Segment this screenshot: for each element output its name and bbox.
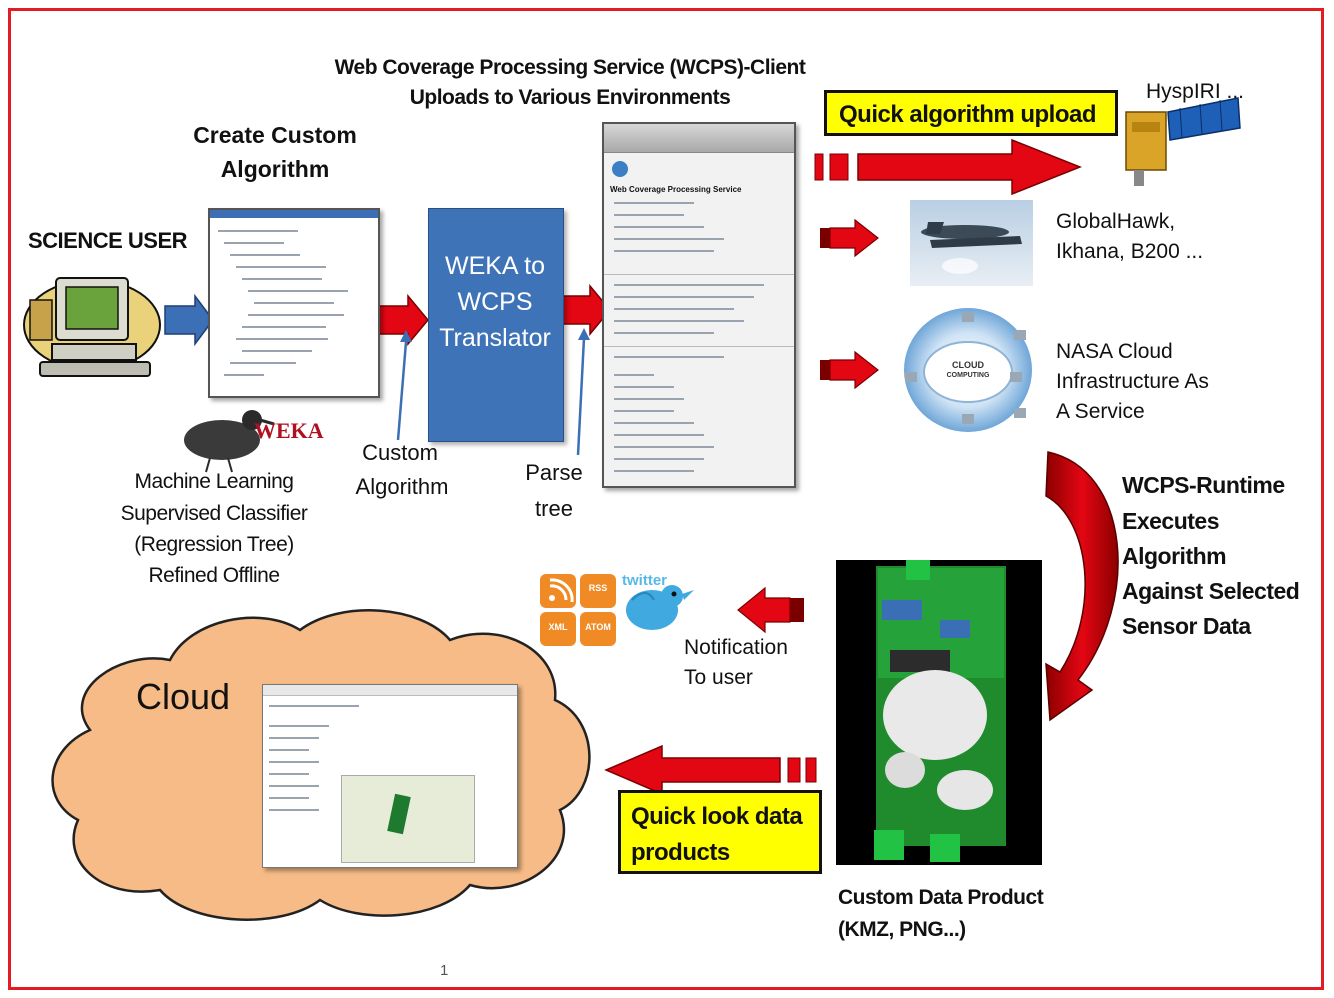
custom-algorithm-label-2: Algorithm bbox=[355, 474, 449, 499]
quick-upload-label: Quick algorithm upload bbox=[824, 90, 1118, 136]
globalhawk-line-1: GlobalHawk, bbox=[1056, 210, 1176, 233]
custom-algorithm-label-1: Custom bbox=[362, 440, 438, 465]
nasa-line-2: Infrastructure As bbox=[1056, 370, 1209, 393]
runtime-curved-arrow bbox=[1045, 451, 1119, 722]
arrow-to-aircraft bbox=[820, 218, 879, 258]
wcps-client-title: Web Coverage Processing Service (WCPS)-C… bbox=[334, 56, 806, 79]
upload-arrow bbox=[814, 138, 1083, 196]
nasa-line-1: NASA Cloud bbox=[1056, 340, 1173, 363]
translator-line-1: WEKA to bbox=[444, 252, 546, 280]
feed-icons bbox=[540, 574, 616, 646]
blue-arrow-user bbox=[164, 293, 214, 347]
tree-label: tree bbox=[535, 496, 573, 521]
weka-translator-box bbox=[428, 208, 564, 442]
quick-look-label: Quick look data products bbox=[618, 790, 822, 874]
notification-line-2: To user bbox=[684, 666, 753, 689]
notification-line-1: Notification bbox=[684, 636, 788, 659]
create-algorithm-label: Algorithm bbox=[220, 156, 330, 182]
custom-algorithm-pointer bbox=[396, 330, 412, 441]
data-product-image bbox=[836, 560, 1042, 865]
satellite-icon bbox=[1125, 97, 1241, 186]
xml-label: XML bbox=[548, 622, 568, 632]
page-number: 1 bbox=[440, 962, 449, 979]
red-arrow-to-translator bbox=[377, 293, 429, 347]
ml-line-3: (Regression Tree) bbox=[134, 533, 294, 556]
weka-bird-icon bbox=[184, 410, 275, 473]
atom-label: ATOM bbox=[585, 622, 611, 632]
hyspiri-label: HyspIRI ... bbox=[1146, 80, 1245, 103]
weka-logo: WEKA bbox=[254, 418, 324, 443]
uploads-title: Uploads to Various Environments bbox=[409, 86, 731, 109]
runtime-line-1: WCPS-Runtime bbox=[1122, 472, 1285, 498]
ml-line-1: Machine Learning bbox=[134, 470, 294, 493]
ml-line-4: Refined Offline bbox=[148, 564, 280, 587]
parse-tree-pointer bbox=[576, 328, 590, 456]
wcps-client-panel: Web Coverage Processing Service bbox=[602, 122, 796, 488]
translator-line-2: WCPS bbox=[457, 288, 533, 316]
globalhawk-line-2: Ikhana, B200 ... bbox=[1056, 240, 1204, 263]
cloud-computing-label-2: COMPUTING bbox=[946, 372, 990, 379]
cloud-computing-icon bbox=[904, 308, 1032, 432]
cloud-computing-label-1: CLOUD bbox=[952, 360, 984, 370]
twitter-label: twitter bbox=[622, 572, 667, 589]
cloud-label: Cloud bbox=[136, 676, 231, 717]
quick-look-line-1: Quick look data bbox=[631, 803, 803, 830]
quick-look-screenshot bbox=[262, 684, 518, 868]
algorithm-code-panel bbox=[208, 208, 380, 398]
quick-look-line-2: products bbox=[631, 839, 730, 866]
red-arrow-from-translator bbox=[561, 283, 611, 337]
arrow-to-nasa-cloud bbox=[820, 350, 879, 390]
runtime-line-4: Against Selected bbox=[1122, 578, 1300, 604]
wcps-panel-title: Web Coverage Processing Service bbox=[610, 185, 742, 194]
runtime-line-3: Algorithm bbox=[1122, 543, 1227, 569]
computer-icon bbox=[23, 277, 161, 377]
create-custom-label: Create Custom bbox=[193, 122, 357, 148]
product-line-1: Custom Data Product bbox=[838, 886, 1044, 909]
runtime-line-2: Executes bbox=[1122, 508, 1220, 534]
aircraft-photo bbox=[910, 200, 1033, 286]
slide-frame bbox=[8, 8, 1324, 990]
science-user-label: SCIENCE USER bbox=[28, 228, 188, 253]
ml-line-2: Supervised Classifier bbox=[120, 502, 308, 525]
translator-line-3: Translator bbox=[439, 324, 551, 352]
parse-label: Parse bbox=[525, 460, 583, 485]
notification-arrow bbox=[737, 586, 804, 634]
product-line-2: (KMZ, PNG...) bbox=[838, 918, 966, 941]
rss-label: RSS bbox=[588, 583, 608, 593]
runtime-line-5: Sensor Data bbox=[1122, 613, 1251, 639]
twitter-bird-icon bbox=[626, 585, 694, 630]
nasa-line-3: A Service bbox=[1056, 400, 1145, 423]
quick-look-arrow bbox=[604, 744, 817, 796]
